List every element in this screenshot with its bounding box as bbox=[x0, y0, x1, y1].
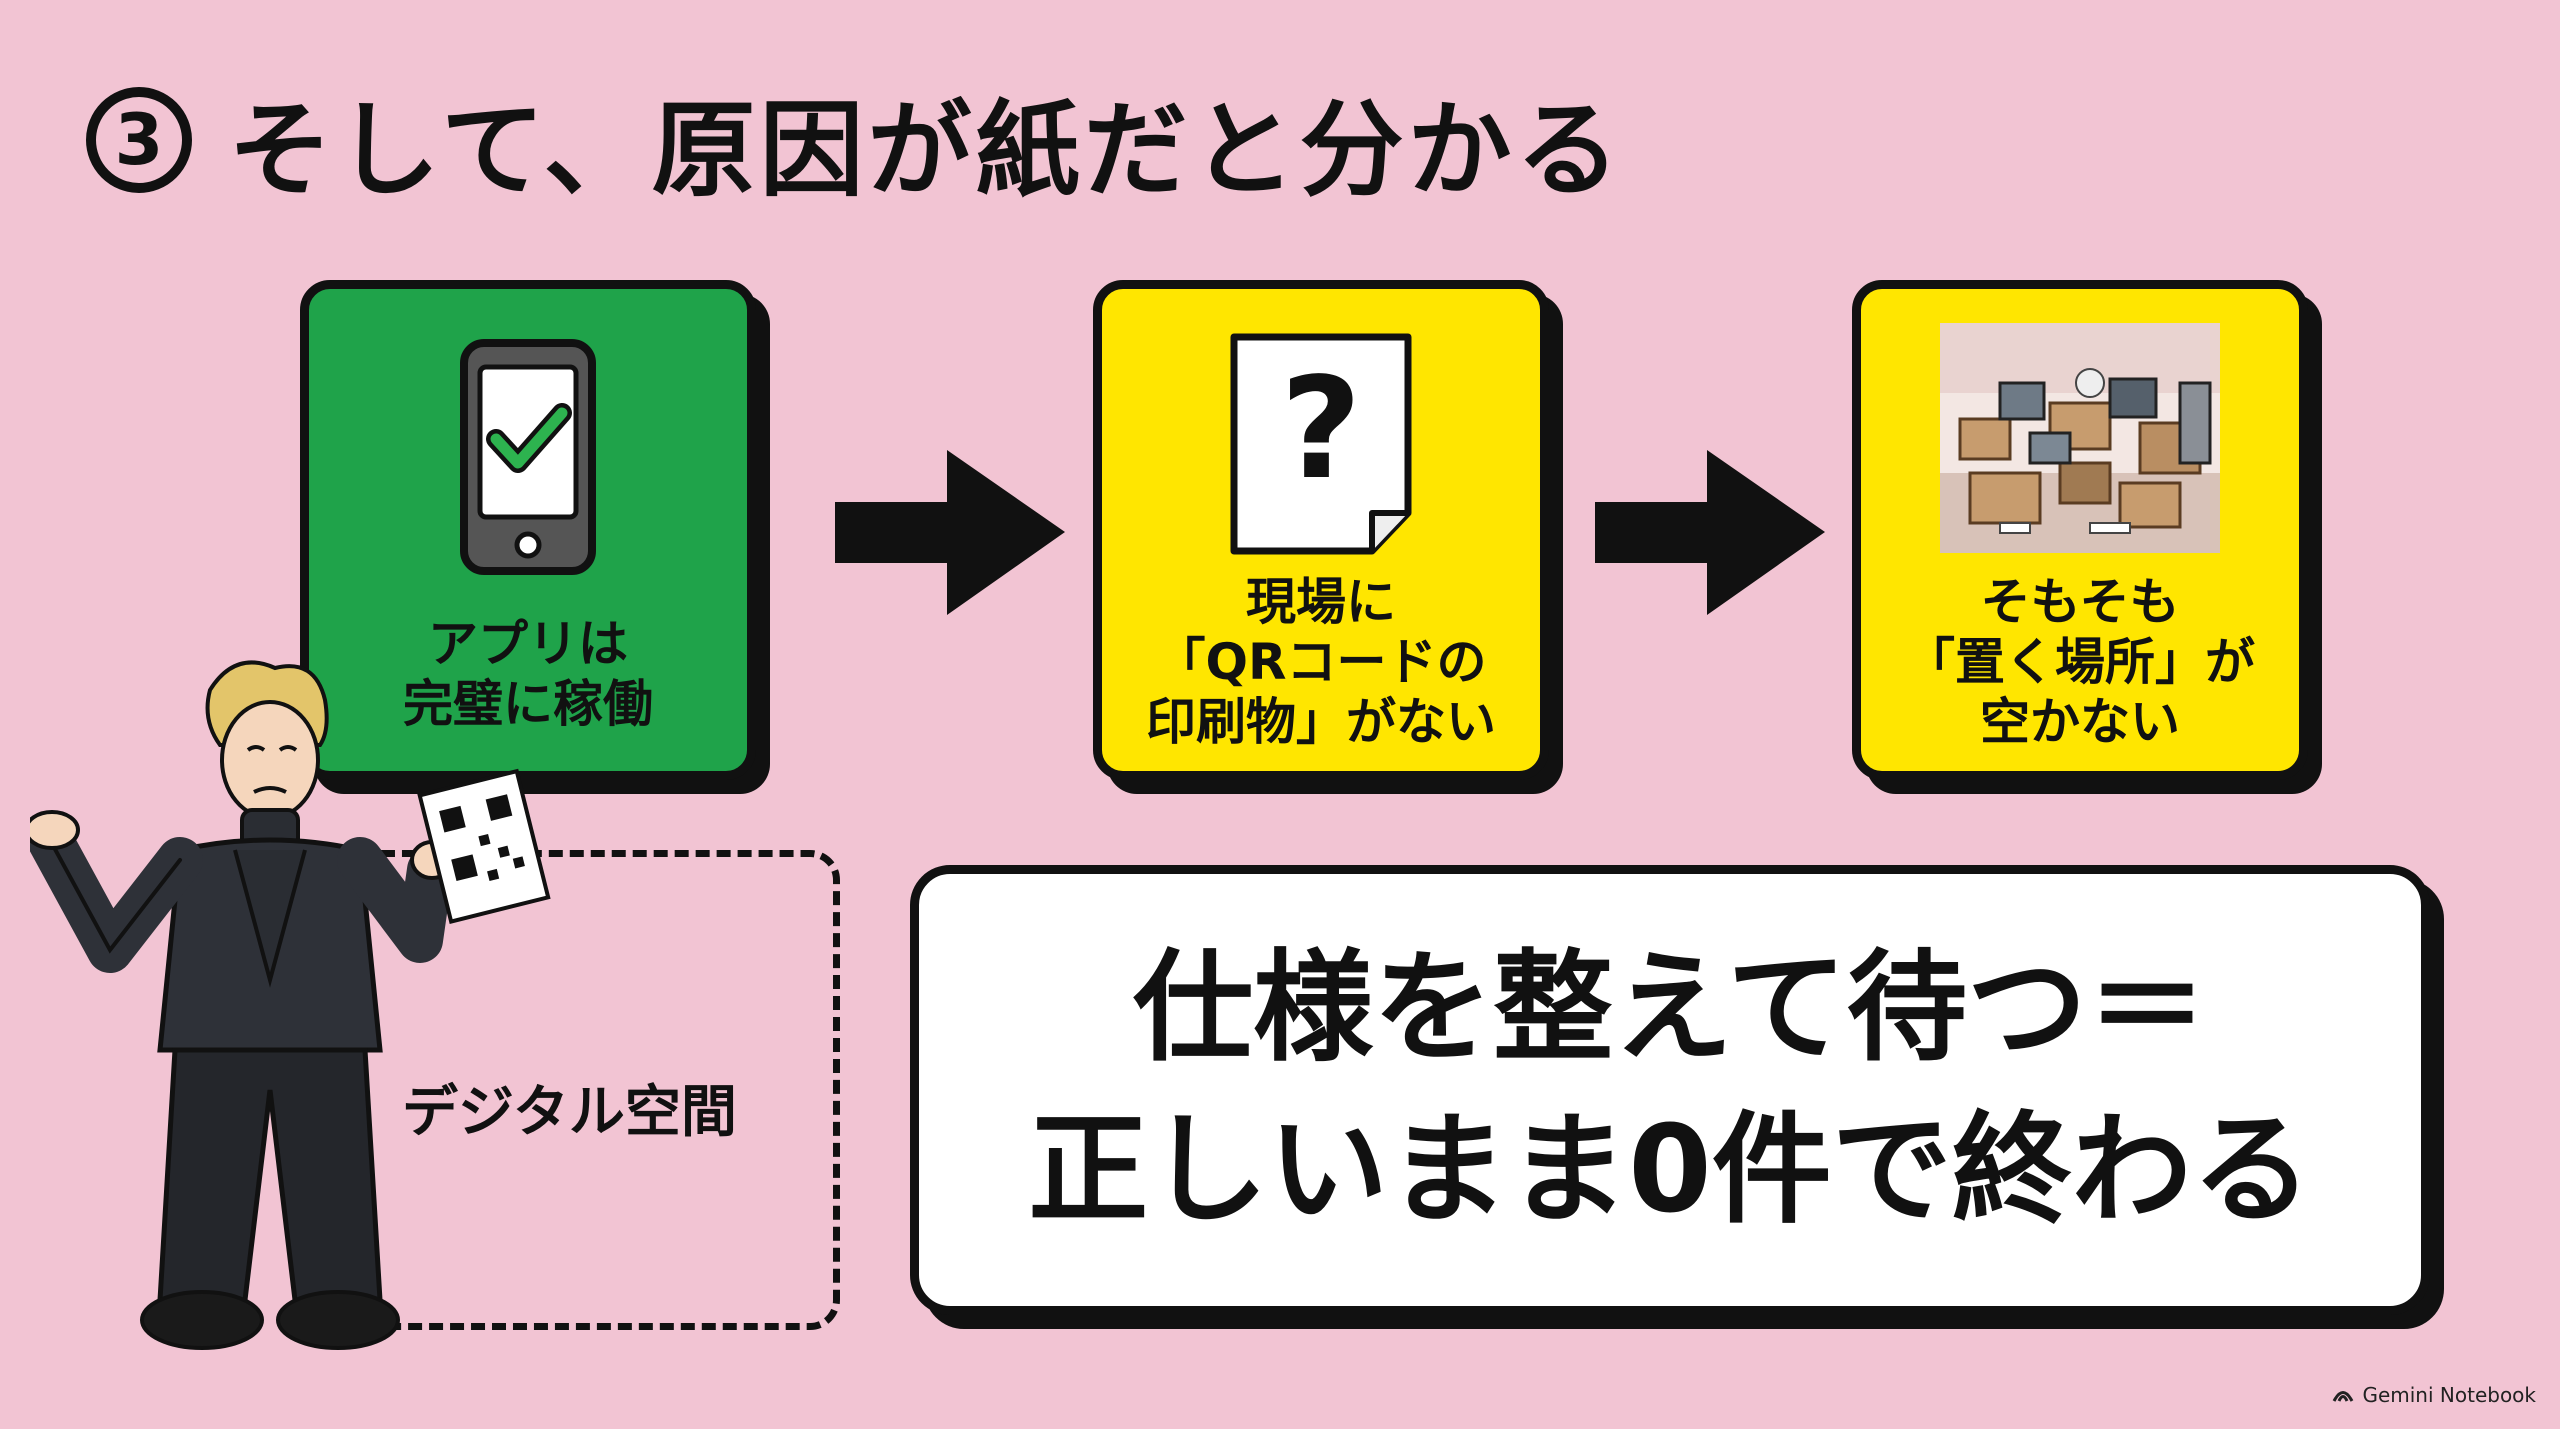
gemini-notebook-logo-icon bbox=[2333, 1391, 2354, 1402]
conclusion-box: 仕様を整えて待つ＝ 正しいまま0件で終わる bbox=[910, 865, 2430, 1315]
step-number-badge: 3 bbox=[86, 87, 192, 193]
card-caption: そもそも 「置く場所」が 空かない bbox=[1905, 573, 2255, 751]
footer-brand: Gemini Notebook bbox=[2332, 1383, 2536, 1407]
conclusion-line-2: 正しいまま0件で終わる bbox=[1028, 1101, 2312, 1240]
slide-title: 3 そして、原因が紙だと分かる bbox=[86, 70, 1624, 211]
title-text: そして、原因が紙だと分かる bbox=[228, 88, 1624, 211]
digital-space-label: デジタル空間 bbox=[402, 1080, 737, 1145]
card-app-working: アプリは 完璧に稼働 bbox=[300, 280, 756, 780]
svg-text:?: ? bbox=[1280, 348, 1361, 511]
card-caption: 現場に 「QRコードの 印刷物」がない bbox=[1146, 573, 1496, 751]
cluttered-room-image bbox=[1940, 323, 2220, 557]
arrow-right-icon bbox=[1595, 450, 1825, 619]
arrow-right-icon bbox=[835, 450, 1065, 619]
card-no-qr-print: ? 現場に 「QRコードの 印刷物」がない bbox=[1093, 280, 1549, 780]
card-caption: アプリは 完璧に稼働 bbox=[403, 615, 653, 733]
card-no-space: そもそも 「置く場所」が 空かない bbox=[1852, 280, 2308, 780]
smartphone-check-icon bbox=[458, 337, 598, 581]
confused-man-illustration bbox=[24, 650, 570, 1394]
footer-brand-text: Gemini Notebook bbox=[2362, 1383, 2536, 1407]
document-question-icon: ? bbox=[1226, 329, 1416, 563]
conclusion-line-1: 仕様を整えて待つ＝ bbox=[1133, 939, 2207, 1078]
